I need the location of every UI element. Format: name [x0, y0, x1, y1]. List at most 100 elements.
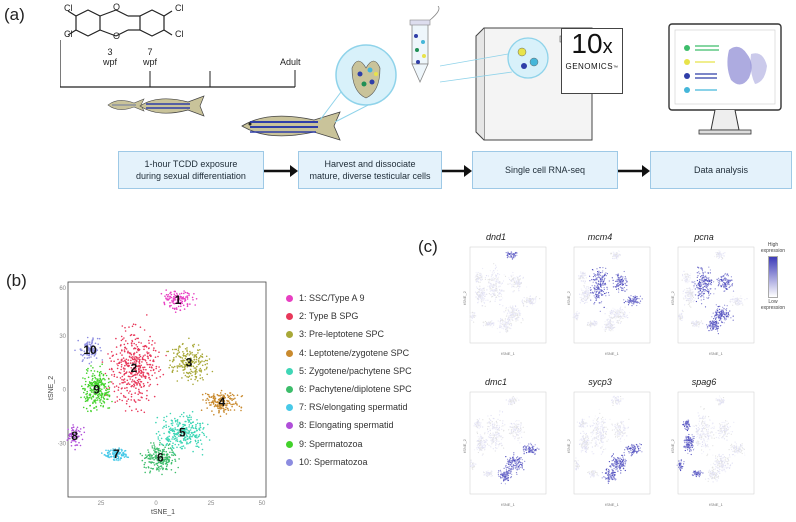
- feature-point: [620, 315, 622, 317]
- tsne-point: [100, 370, 102, 373]
- feature-point: [509, 283, 511, 285]
- feature-point: [719, 316, 721, 318]
- feature-point: [691, 295, 693, 297]
- feature-point: [722, 312, 724, 314]
- feature-point: [490, 294, 492, 296]
- tsne-point: [189, 441, 191, 444]
- tsne-point: [180, 299, 182, 302]
- feature-point: [720, 319, 722, 321]
- feature-point: [499, 326, 501, 328]
- tsne-point: [133, 347, 136, 349]
- tsne-point: [104, 382, 106, 385]
- feature-point: [603, 275, 605, 277]
- tsne-point: [154, 372, 156, 374]
- feature-point: [741, 302, 743, 304]
- tsne-point: [233, 403, 235, 405]
- feature-point: [723, 278, 725, 280]
- feature-point: [501, 428, 503, 430]
- feature-point: [501, 289, 503, 291]
- tsne-point: [129, 352, 132, 354]
- feature-point: [612, 324, 614, 326]
- feature-point: [497, 435, 499, 437]
- feature-point: [490, 290, 492, 292]
- tsne-point: [197, 352, 199, 354]
- tsne-point: [103, 387, 105, 389]
- feature-point: [496, 278, 498, 280]
- feature-point: [533, 298, 535, 300]
- tsne-point: [188, 414, 191, 417]
- feature-point: [718, 319, 720, 321]
- feature-point: [477, 302, 479, 304]
- feature-point: [487, 275, 489, 277]
- feature-point: [717, 315, 719, 317]
- tsne-point: [166, 456, 168, 458]
- feature-point: [582, 278, 584, 280]
- feature-point: [510, 254, 512, 256]
- tsne-point: [165, 424, 167, 426]
- feature-point: [583, 297, 585, 299]
- tsne-point: [188, 337, 190, 340]
- feature-point: [512, 291, 514, 293]
- feature-point: [725, 274, 728, 276]
- tsne-point: [119, 377, 122, 379]
- tsne-point: [171, 438, 173, 440]
- tsne-point: [124, 368, 126, 370]
- tsne-point: [230, 403, 232, 406]
- tsne-point: [191, 361, 194, 364]
- y-tick-label: 60: [59, 286, 66, 292]
- tsne-point: [205, 399, 207, 402]
- feature-point: [708, 266, 710, 268]
- feature-point: [603, 306, 605, 308]
- feature-point: [692, 300, 694, 302]
- tsne-point: [131, 340, 134, 343]
- feature-point: [705, 286, 707, 288]
- feature-point: [518, 311, 520, 313]
- legend-text: 8: Elongating spermatid: [299, 420, 394, 431]
- tsne-point: [179, 440, 182, 442]
- tsne-point: [181, 343, 184, 346]
- tsne-point: [104, 453, 106, 456]
- feature-point: [584, 295, 586, 297]
- feature-point: [695, 323, 697, 325]
- feature-point: [724, 277, 726, 279]
- feature-point: [718, 254, 720, 256]
- feature-point: [681, 279, 683, 281]
- tsne-point: [85, 400, 88, 402]
- tsne-point: [92, 344, 94, 347]
- tsne-point: [148, 363, 150, 366]
- feature-point: [481, 278, 483, 280]
- feature-point: [619, 284, 621, 286]
- tsne-point: [77, 429, 80, 432]
- tsne-point: [76, 426, 79, 429]
- feature-point: [589, 275, 591, 277]
- tsne-point: [205, 355, 208, 358]
- tsne-point: [130, 399, 132, 401]
- tsne-point: [191, 435, 193, 438]
- feature-point: [498, 282, 500, 284]
- feature-point: [687, 298, 689, 300]
- feature-point: [488, 323, 490, 325]
- tsne-point: [159, 434, 161, 436]
- feature-point: [497, 320, 499, 322]
- tsne-point: [146, 352, 149, 355]
- feature-point: [609, 326, 611, 328]
- feature-point: [700, 276, 702, 278]
- feature-point: [717, 308, 719, 310]
- feature-point: [512, 401, 514, 403]
- tsne-point: [170, 293, 173, 296]
- tsne-point: [154, 356, 157, 358]
- tsne-point: [124, 387, 126, 389]
- tsne-point: [90, 391, 93, 393]
- tsne-point: [149, 355, 152, 358]
- tsne-point: [90, 398, 93, 400]
- tsne-point: [160, 292, 163, 295]
- tsne-point: [220, 397, 222, 399]
- tsne-point: [72, 426, 75, 428]
- feature-point: [609, 318, 611, 320]
- tsne-point: [155, 365, 158, 368]
- tsne-point: [132, 362, 134, 364]
- tsne-point: [75, 429, 77, 432]
- tsne-point: [153, 453, 155, 455]
- tsne-point: [95, 357, 98, 359]
